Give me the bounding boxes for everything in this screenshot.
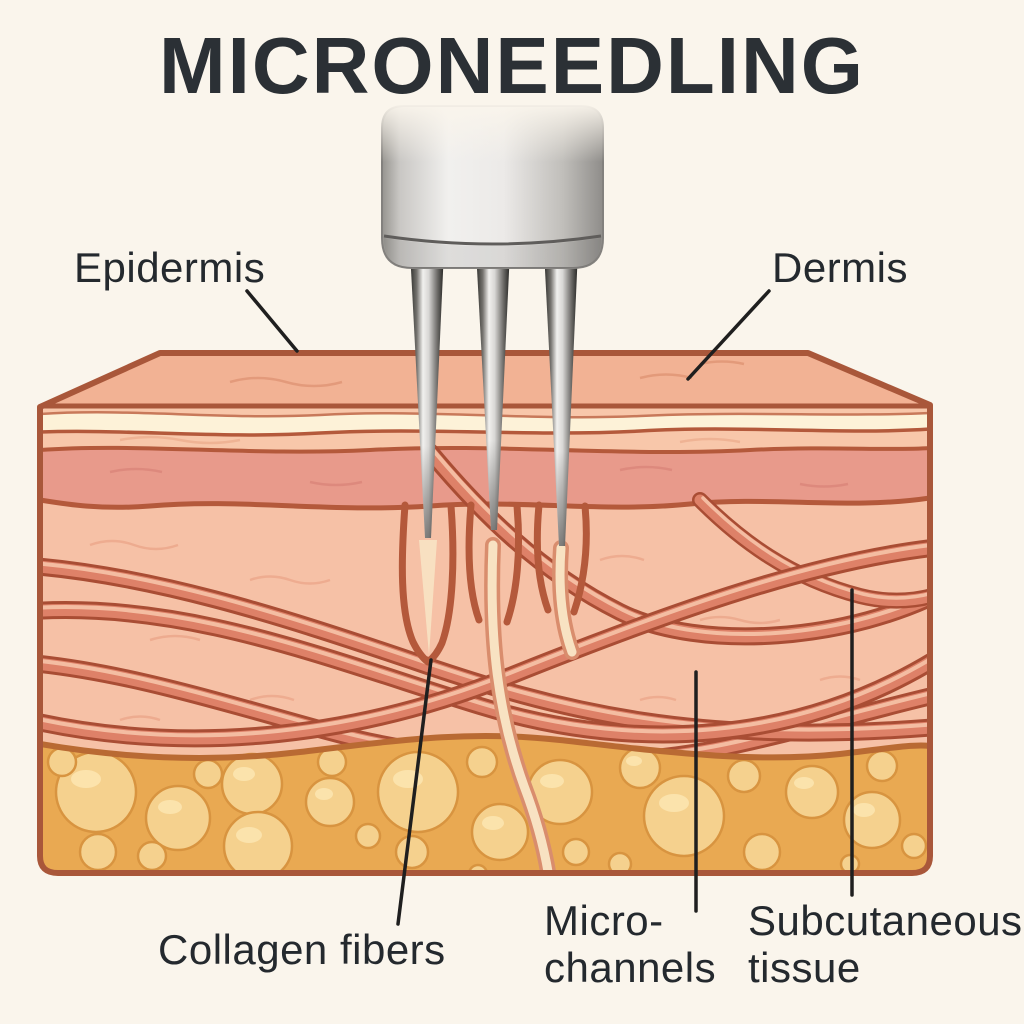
label-subcutaneous-tissue: Subcutaneous tissue [748, 897, 1023, 991]
fat-boundary-line [40, 732, 930, 761]
micro-channel-wall [503, 502, 523, 626]
micro-channel-walls [398, 501, 590, 666]
micro-channel-streak [419, 540, 437, 655]
epidermis-texture [119, 435, 741, 445]
label-subcutaneous-line1: Subcutaneous [748, 897, 1023, 944]
collagen-fiber [40, 537, 930, 748]
device-lip [384, 238, 601, 268]
collagen-fiber [40, 600, 930, 744]
dermis-leader-line [686, 289, 771, 381]
collagen-fiber [692, 492, 930, 609]
micro-channel-wall [533, 501, 552, 614]
leader-lines [245, 289, 854, 926]
label-subcutaneous-line2: tissue [748, 944, 861, 991]
epidermis-leader-line [245, 289, 299, 353]
rose-band-texture [109, 465, 849, 488]
label-dermis: Dermis [772, 244, 908, 291]
micro-channel-wall [424, 502, 457, 666]
label-collagen-fibers: Collagen fibers [158, 926, 446, 973]
micro-channel-streak [555, 543, 577, 657]
microneedling-device [378, 102, 607, 269]
needles [410, 250, 578, 546]
collagen-fibers-leader-line [396, 658, 433, 926]
fat-bubble-highlights [71, 756, 875, 843]
page-title: MICRONEEDLING [159, 21, 865, 110]
micro-channel-streak [487, 540, 557, 873]
subcutaneous-fat-layer [40, 732, 930, 873]
micro-channel-wall [570, 502, 590, 616]
basal-layer-band [40, 447, 930, 508]
label-micro-channels-line1: Micro- [544, 897, 664, 944]
skin-block [37, 350, 933, 876]
label-epidermis: Epidermis [74, 244, 266, 291]
micro-channel-wall [398, 501, 432, 666]
dermis-texture [89, 539, 861, 722]
micro-channel-streaks [419, 537, 580, 873]
device-top-fade [378, 102, 607, 162]
skin-block-outline [37, 350, 933, 876]
micro-channel-wall [465, 501, 483, 624]
label-micro-channels: Micro- channels [544, 897, 716, 991]
stratum-corneum-band [40, 412, 930, 435]
device-seam [383, 234, 602, 246]
label-micro-channels-line2: channels [544, 944, 717, 991]
needle [410, 250, 444, 538]
needle [476, 250, 510, 530]
needle [544, 250, 578, 546]
